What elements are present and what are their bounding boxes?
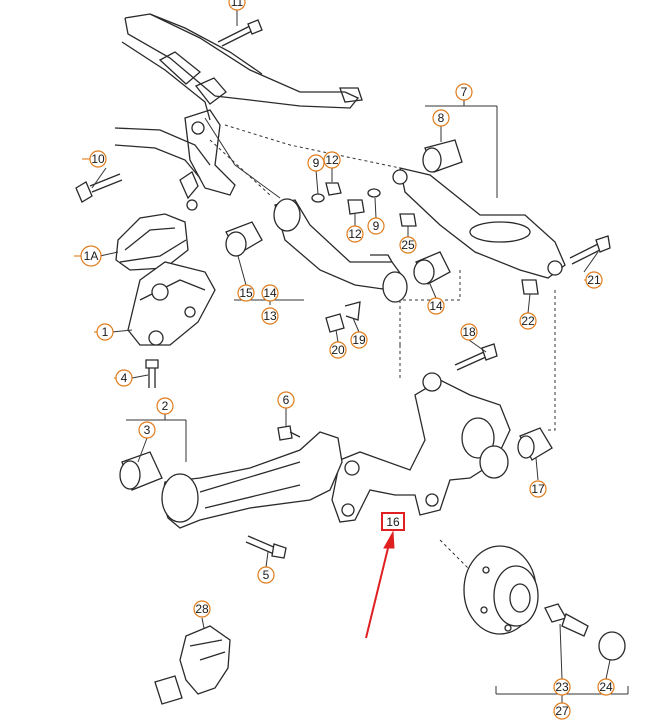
callout-3: 3 bbox=[138, 421, 156, 439]
axle-bolt-23 bbox=[544, 603, 589, 637]
svg-text:23: 23 bbox=[555, 680, 569, 694]
bolt-6 bbox=[277, 425, 301, 441]
callout-15: 15 bbox=[237, 284, 255, 302]
callout-12a: 12 bbox=[323, 151, 341, 169]
dust-cap-24 bbox=[598, 631, 626, 661]
svg-text:2: 2 bbox=[162, 399, 169, 413]
wheel-hub-27 bbox=[463, 545, 539, 635]
svg-text:12: 12 bbox=[325, 153, 339, 167]
callout-11: 11 bbox=[228, 0, 246, 11]
callout-21: 21 bbox=[584, 271, 603, 289]
rear-subframe bbox=[114, 13, 401, 211]
callout-13: 13 bbox=[261, 307, 279, 325]
svg-text:20: 20 bbox=[331, 343, 345, 357]
callout-19: 19 bbox=[350, 331, 368, 349]
callout-28: 28 bbox=[193, 600, 211, 618]
control-arm-7 bbox=[392, 167, 566, 279]
bushing-17 bbox=[517, 427, 553, 461]
svg-text:10: 10 bbox=[91, 152, 105, 166]
svg-text:3: 3 bbox=[144, 423, 151, 437]
callout-17: 17 bbox=[529, 480, 547, 498]
svg-text:27: 27 bbox=[555, 704, 569, 718]
callout-22: 22 bbox=[519, 312, 537, 330]
bushing-15 bbox=[225, 221, 263, 257]
callout-27: 27 bbox=[553, 702, 571, 720]
mount-1a bbox=[115, 213, 189, 271]
svg-text:13: 13 bbox=[263, 309, 277, 323]
svg-text:11: 11 bbox=[231, 0, 244, 9]
svg-text:25: 25 bbox=[401, 238, 415, 252]
bolt-25 bbox=[399, 213, 417, 227]
washer-9a bbox=[311, 193, 325, 203]
red-arrow-icon bbox=[365, 530, 395, 639]
washer-9b bbox=[367, 188, 381, 198]
callout-5: 5 bbox=[257, 566, 275, 584]
bushing-8 bbox=[422, 139, 463, 173]
bolt-21 bbox=[569, 235, 611, 265]
svg-text:14: 14 bbox=[263, 286, 277, 300]
bolt-4 bbox=[145, 359, 159, 388]
svg-text:15: 15 bbox=[239, 286, 253, 300]
svg-text:1A: 1A bbox=[84, 249, 99, 263]
svg-text:12: 12 bbox=[348, 227, 362, 241]
callout-7: 7 bbox=[455, 83, 473, 101]
callout-4: 4 bbox=[114, 369, 133, 387]
svg-text:9: 9 bbox=[313, 156, 320, 170]
nut-12a bbox=[325, 182, 342, 196]
callout-8: 8 bbox=[432, 109, 450, 127]
bolt-18 bbox=[454, 343, 498, 371]
callout-9a: 9 bbox=[307, 154, 325, 172]
bracket-1 bbox=[127, 261, 216, 346]
callout-12b: 12 bbox=[346, 225, 364, 243]
svg-text:14: 14 bbox=[429, 299, 443, 313]
bolt-5 bbox=[245, 535, 287, 559]
svg-text:16: 16 bbox=[386, 515, 400, 529]
svg-text:28: 28 bbox=[195, 602, 209, 616]
nut-22 bbox=[521, 279, 539, 295]
leader-lines bbox=[91, 10, 611, 680]
svg-text:17: 17 bbox=[531, 482, 545, 496]
bushing-14-right bbox=[413, 251, 451, 285]
svg-text:19: 19 bbox=[352, 333, 366, 347]
svg-text:5: 5 bbox=[263, 568, 270, 582]
wheel-carrier-16 bbox=[331, 372, 511, 523]
callout-14a: 14 bbox=[261, 284, 279, 302]
callout-1a: 1A bbox=[74, 245, 102, 267]
callout-1: 1 bbox=[94, 323, 114, 341]
bolt-11 bbox=[217, 19, 263, 47]
bolt-10 bbox=[75, 173, 123, 203]
callout-20: 20 bbox=[329, 341, 347, 359]
clip-19 bbox=[344, 301, 361, 321]
svg-text:18: 18 bbox=[462, 325, 476, 339]
svg-text:24: 24 bbox=[599, 680, 613, 694]
nut-20 bbox=[325, 313, 345, 333]
callout-9b: 9 bbox=[367, 217, 385, 235]
callout-6: 6 bbox=[277, 391, 295, 409]
svg-text:7: 7 bbox=[461, 85, 468, 99]
nut-12b bbox=[347, 199, 365, 215]
callout-2: 2 bbox=[156, 397, 174, 415]
svg-text:21: 21 bbox=[587, 273, 601, 287]
callout-25: 25 bbox=[399, 236, 417, 254]
upper-link-13 bbox=[273, 198, 408, 303]
highlight-label-16: 16 bbox=[381, 512, 405, 531]
svg-text:8: 8 bbox=[438, 111, 445, 125]
callout-23: 23 bbox=[553, 678, 571, 696]
svg-text:22: 22 bbox=[521, 314, 535, 328]
callout-24: 24 bbox=[597, 678, 615, 696]
bracket-28 bbox=[154, 625, 231, 705]
trailing-arm-2 bbox=[161, 431, 343, 529]
callout-14b: 14 bbox=[427, 297, 445, 315]
svg-text:9: 9 bbox=[373, 219, 380, 233]
bushing-3 bbox=[119, 451, 163, 491]
svg-text:6: 6 bbox=[283, 393, 290, 407]
callout-18: 18 bbox=[460, 323, 478, 341]
svg-text:4: 4 bbox=[121, 371, 128, 385]
callout-10: 10 bbox=[82, 150, 107, 168]
svg-text:1: 1 bbox=[102, 325, 109, 339]
